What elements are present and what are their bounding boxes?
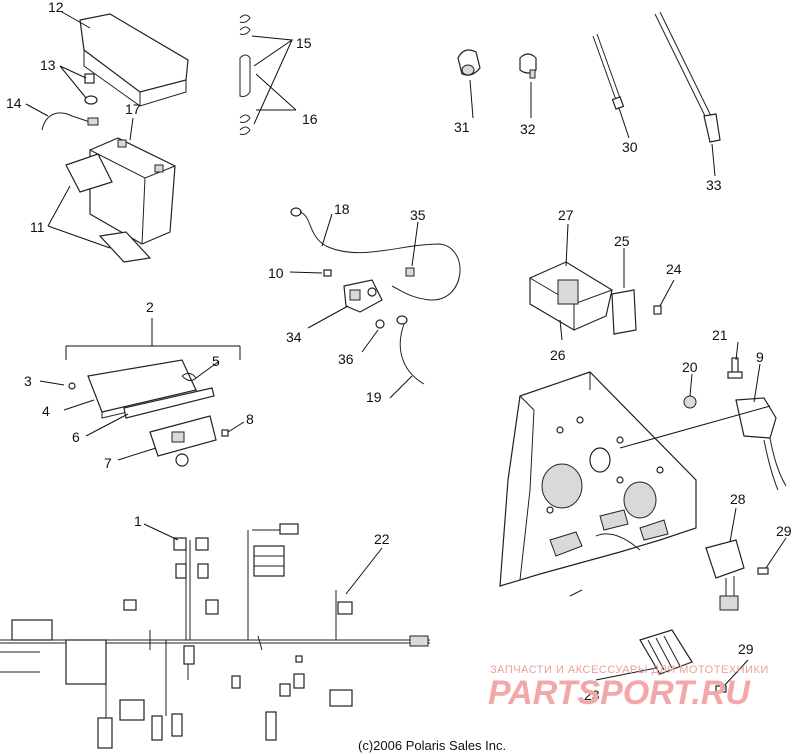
bolt-washer [84, 73, 98, 105]
callout-15: 15 [296, 35, 312, 51]
bolt-21 [727, 357, 743, 379]
callout-7: 7 [104, 455, 112, 471]
watermark-logo: PARTSPORT.RU [488, 674, 751, 712]
rectifier-23 [639, 629, 693, 675]
callout-12: 12 [48, 0, 64, 15]
screw-10 [323, 269, 332, 277]
watermark-tagline: ЗАПЧАСТИ И АКСЕССУАРЫ ДЛЯ МОТОТЕХНИКИ [490, 664, 769, 676]
screw-29-upper [757, 567, 769, 575]
callout-19: 19 [366, 389, 382, 405]
nut-36 [375, 319, 385, 329]
cdi-28 [705, 539, 745, 611]
antenna-33 [654, 11, 721, 143]
solenoid-34 [343, 279, 383, 313]
nut-20 [683, 395, 697, 409]
callout-23: 23 [584, 687, 600, 703]
regulator-9 [735, 397, 787, 491]
callout-5: 5 [212, 353, 220, 369]
callout-2: 2 [146, 299, 154, 315]
callout-24: 24 [666, 261, 682, 277]
battery-straps [239, 14, 251, 135]
callout-31: 31 [454, 119, 470, 135]
watermark: ЗАПЧАСТИ И АКСЕССУАРЫ ДЛЯ МОТОТЕХНИКИ PA… [488, 664, 769, 712]
battery-pads [65, 153, 152, 263]
callout-35: 35 [410, 207, 426, 223]
callout-14: 14 [6, 95, 22, 111]
callout-28: 28 [730, 491, 746, 507]
callout-3: 3 [24, 373, 32, 389]
callout-4: 4 [42, 403, 50, 419]
callout-25: 25 [614, 233, 630, 249]
callout-21: 21 [712, 327, 728, 343]
callout-6: 6 [72, 429, 80, 445]
callout-26: 26 [550, 347, 566, 363]
callout-20: 20 [682, 359, 698, 375]
sensor-32 [519, 53, 537, 79]
relay-31 [457, 49, 481, 76]
callout-16: 16 [302, 111, 318, 127]
callout-36: 36 [338, 351, 354, 367]
ground-cable-18 [290, 207, 461, 301]
callout-18: 18 [334, 201, 350, 217]
ecu-module [529, 261, 662, 335]
battery-cover [79, 13, 189, 107]
callout-29-lower: 29 [738, 641, 754, 657]
callout-29-upper: 29 [776, 523, 792, 539]
antenna-30 [592, 33, 625, 110]
copyright-text: (c)2006 Polaris Sales Inc. [358, 738, 506, 753]
leader-lines [25, 11, 787, 687]
battery-cable [41, 112, 99, 131]
callout-22: 22 [374, 531, 390, 547]
callout-33: 33 [706, 177, 722, 193]
wiring-harness [0, 523, 430, 749]
callout-30: 30 [622, 139, 638, 155]
callout-27: 27 [558, 207, 574, 223]
callout-11: 11 [30, 219, 45, 235]
callout-17: 17 [125, 101, 141, 117]
callout-32: 32 [520, 121, 536, 137]
callout-10: 10 [268, 265, 284, 281]
callout-13: 13 [40, 57, 56, 73]
mounting-panel [499, 371, 697, 597]
callout-8: 8 [246, 411, 254, 427]
cable-19 [396, 315, 425, 385]
callout-34: 34 [286, 329, 302, 345]
battery [89, 137, 176, 245]
callout-1: 1 [134, 513, 142, 529]
callout-9: 9 [756, 349, 764, 365]
callout-numbers: 12 13 14 17 11 15 16 31 32 30 33 18 35 1… [6, 0, 792, 703]
screw-29-lower [715, 685, 727, 693]
